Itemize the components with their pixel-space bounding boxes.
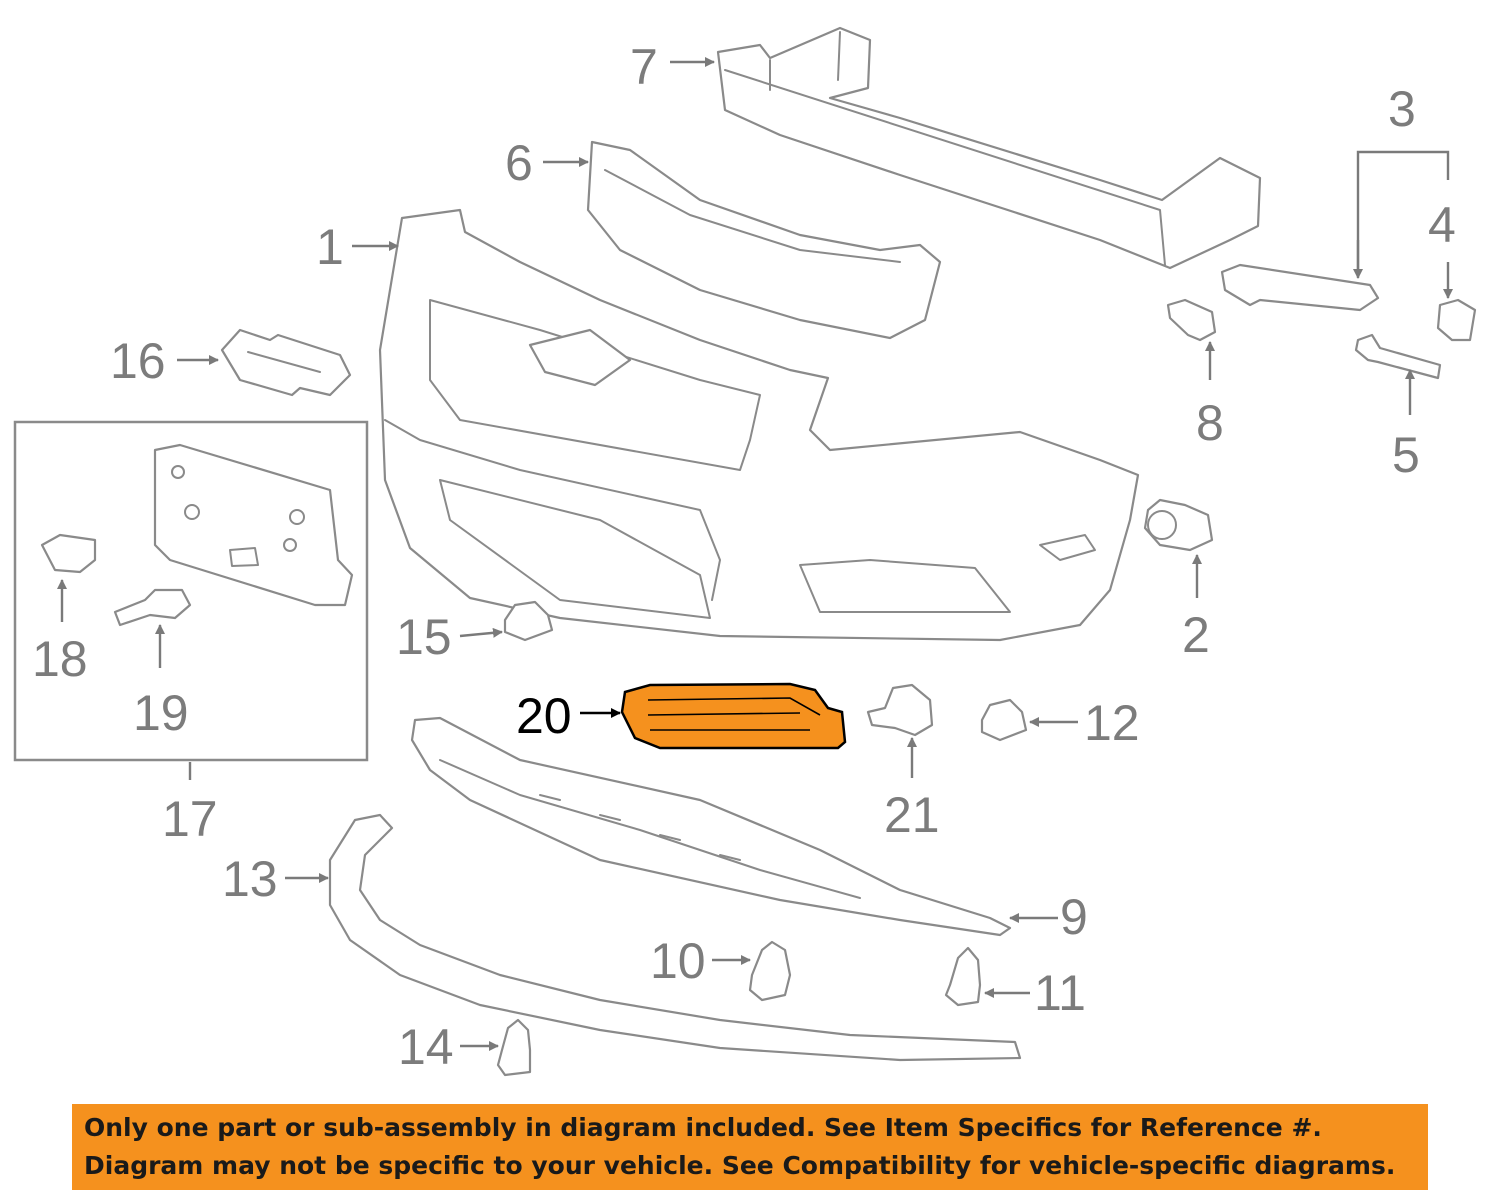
disclaimer-line-1: Only one part or sub-assembly in diagram… — [84, 1113, 1322, 1142]
part-17-license-bracket-kit — [13, 420, 369, 762]
part-6-energy-absorber — [586, 140, 942, 340]
callout-11: 11 — [1034, 965, 1086, 1021]
callout-14: 14 — [398, 1019, 454, 1075]
part-5-bolt — [1354, 333, 1442, 380]
part-13-lower-valance — [328, 813, 1022, 1062]
part-9-air-deflector — [410, 716, 1012, 937]
callout-3: 3 — [1388, 81, 1416, 137]
disclaimer-line-2: Diagram may not be specific to your vehi… — [84, 1151, 1396, 1180]
callout-8: 8 — [1196, 395, 1224, 451]
callout-18: 18 — [32, 631, 88, 687]
callout-4: 4 — [1428, 197, 1456, 253]
callout-12: 12 — [1084, 695, 1140, 751]
callout-7: 7 — [630, 39, 658, 95]
part-7-impact-bar — [716, 26, 1262, 270]
callout-13: 13 — [222, 851, 278, 907]
part-8-push-pin — [1166, 298, 1217, 342]
callout-9: 9 — [1060, 889, 1088, 945]
part-1-bumper-cover — [378, 208, 1140, 642]
callout-1: 1 — [316, 219, 344, 275]
part-12-clip — [980, 698, 1028, 742]
callout-5: 5 — [1392, 427, 1420, 483]
callout-labels: 7 6 1 16 3 4 8 5 2 18 19 17 15 12 21 9 1… — [32, 39, 1456, 1075]
part-21-retainer — [866, 683, 934, 737]
part-15-clip — [503, 600, 554, 642]
part-16-emblem — [220, 328, 352, 397]
leader-lines — [57, 57, 1453, 1051]
part-4-sensor-retainer — [1436, 298, 1477, 342]
callout-16: 16 — [110, 333, 166, 389]
disclaimer-banner: Only one part or sub-assembly in diagram… — [72, 1104, 1428, 1190]
callout-21: 21 — [884, 787, 940, 843]
callout-20-highlighted: 20 — [516, 688, 572, 744]
part-20-fog-lamp-cover-highlighted[interactable] — [620, 682, 847, 750]
callout-2: 2 — [1182, 607, 1210, 663]
part-14-push-pin — [496, 1018, 532, 1077]
part-2-parking-sensor — [1143, 498, 1214, 552]
callout-19: 19 — [133, 685, 189, 741]
part-11-push-pin — [944, 946, 982, 1007]
callout-17: 17 — [162, 791, 218, 847]
callout-15: 15 — [396, 609, 452, 665]
part-10-push-pin — [748, 940, 792, 1002]
callout-10: 10 — [650, 933, 706, 989]
callout-6: 6 — [505, 135, 533, 191]
part-3-bracket — [1220, 263, 1380, 312]
